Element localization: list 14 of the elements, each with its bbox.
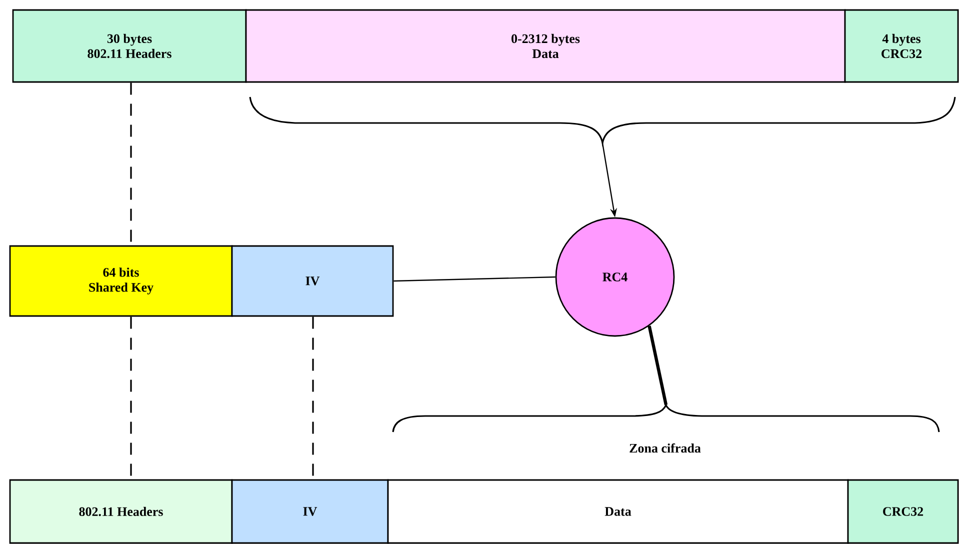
field-box: Data [387,479,849,544]
field-box: CRC32 [847,479,959,544]
field-box: 30 bytes 802.11 Headers [12,9,247,83]
brace-label: Zona cifrada [630,443,701,453]
field-box: IV [231,245,394,317]
field-box: 802.11 Headers [9,479,233,544]
brace [249,96,956,144]
brace [392,404,940,432]
connector-line [648,326,668,406]
field-box: 0-2312 bytes Data [245,9,846,83]
field-box: 64 bits Shared Key [9,245,233,317]
connector-line [394,276,556,282]
field-box: IV [231,479,389,544]
field-box: 4 bytes CRC32 [844,9,959,83]
